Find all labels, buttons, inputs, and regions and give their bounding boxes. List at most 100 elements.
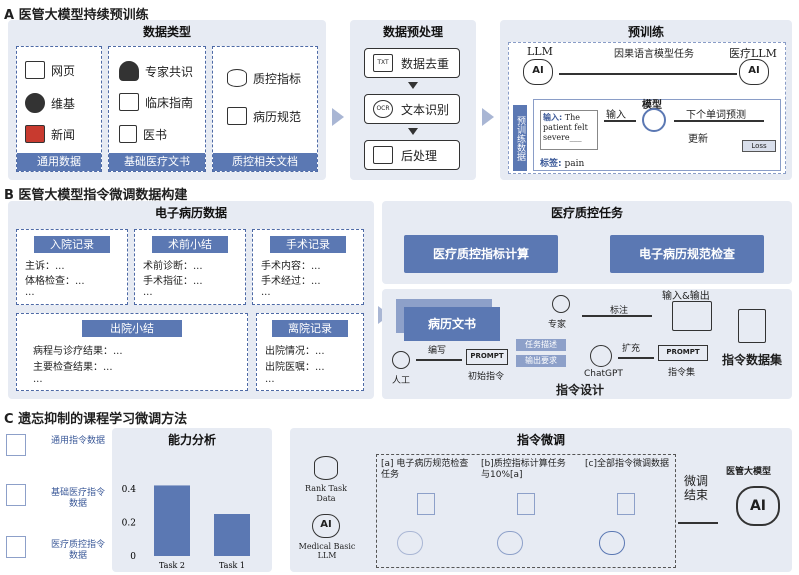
qc-tasks-head: 医疗质控任务 xyxy=(550,206,623,220)
arrow-down-2 xyxy=(408,128,418,135)
write-arrow xyxy=(416,359,462,361)
record-admission: 入院记录 主诉：... 体格检查：... ... xyxy=(16,229,128,305)
stages-box: [a] 电子病历规范检查任务 [b]质控指标计算任务与10%[a] [c]全部指… xyxy=(376,454,676,568)
preprocess-panel: 数据预处理 TXT 数据去重 OCR 文本识别 后处理 xyxy=(350,20,476,180)
webpage-icon xyxy=(25,61,45,79)
arrow-to-pretrain xyxy=(482,108,494,126)
finish-arrow xyxy=(678,522,718,524)
objective-text: 因果语言模型任务 xyxy=(614,49,694,60)
brain-right-icon: AI xyxy=(739,59,769,85)
gear-document-icon xyxy=(373,146,393,164)
inst-set-label: 指令集 xyxy=(668,368,696,378)
design-label: 指令设计 xyxy=(556,383,605,397)
qc-docs-label: 质控相关文档 xyxy=(213,153,317,171)
dedup-step: TXT 数据去重 xyxy=(364,48,460,78)
qc-inst-label: 医疗质控指令数据 xyxy=(50,540,105,561)
initial-label: 初始指令 xyxy=(468,372,505,382)
stage-b-doc-icon xyxy=(517,493,535,515)
final-brain-icon: AI xyxy=(736,486,780,526)
basic-inst-icon xyxy=(6,484,26,506)
chatgpt-label: ChatGPT xyxy=(584,369,623,379)
network-icon xyxy=(642,108,666,132)
finetune-panel: 指令微调 Rank Task Data AI Medical Basic LLM… xyxy=(290,428,792,572)
news-item: 新闻 xyxy=(25,125,75,143)
input-label: 输入 xyxy=(606,110,626,121)
rank-label: Rank Task Data xyxy=(305,484,347,503)
txt-file-icon: TXT xyxy=(373,54,393,72)
news-icon xyxy=(25,125,45,143)
web-item: 网页 xyxy=(25,61,75,79)
general-inst-label: 通用指令数据 xyxy=(50,436,105,446)
write-label: 编写 xyxy=(428,346,447,356)
stage-c-brain-icon xyxy=(599,531,625,555)
expand-label: 扩充 xyxy=(622,344,641,354)
wiki-item: 维基 xyxy=(25,93,75,113)
stage-c-doc-icon xyxy=(617,493,635,515)
stage-c: [c]全部指令微调数据 xyxy=(585,459,669,469)
ability-head: 能力分析 xyxy=(167,433,216,447)
finetune-head: 指令微调 xyxy=(516,433,565,447)
medical-docs: 病历文书 xyxy=(404,307,500,341)
task-desc: 任务描述 xyxy=(516,339,566,351)
final-model-label: 医管大模型 xyxy=(726,467,772,477)
ocr-icon: OCR xyxy=(373,100,393,118)
postprocess-step: 后处理 xyxy=(364,140,460,170)
update-label: 更新 xyxy=(688,134,708,145)
next-word-arrow xyxy=(674,120,764,122)
annotate-label: 标注 xyxy=(610,306,629,316)
next-word-label: 下个单词预测 xyxy=(686,110,746,121)
curriculum-data-list: 通用指令数据 基础医疗指令数据 医疗质控指令数据 xyxy=(6,432,110,572)
pretrain-data-side: 预训练数据 xyxy=(513,105,527,171)
general-inst-icon xyxy=(6,434,26,456)
record-leave: 离院记录 出院情况：... 出院医嘱：... ... xyxy=(256,313,364,391)
tag-line: 标签: pain xyxy=(540,159,585,169)
basic-llm-brain-icon: AI xyxy=(312,514,340,538)
section-b-title: B 医管大模型指令微调数据构建 xyxy=(4,188,188,203)
doctor-icon xyxy=(119,61,139,81)
ocr-step: OCR 文本识别 xyxy=(364,94,460,124)
objective-arrow xyxy=(559,73,737,75)
x-tick-label: Task 1 xyxy=(219,561,245,570)
training-loop-box: 输入: The patient felt severe___ 输入 模型 下个单… xyxy=(533,99,781,171)
human-icon xyxy=(392,351,410,369)
general-data-label: 通用数据 xyxy=(17,153,101,171)
qc-docs-box: 质控指标 病历规范 质控相关文档 xyxy=(212,46,318,172)
rank-db-icon xyxy=(314,456,338,480)
guideline-item: 临床指南 xyxy=(119,93,193,111)
qc-indicator-calc: 医疗质控指标计算 xyxy=(404,235,558,273)
arrow-down-1 xyxy=(408,82,418,89)
bar-task-1 xyxy=(214,514,250,556)
expert-label: 专家 xyxy=(548,320,567,330)
emr-norm-check: 电子病历规范检查 xyxy=(610,235,764,273)
record-preop: 术前小结 术前诊断：... 手术指征：... ... xyxy=(134,229,246,305)
basic-inst-label: 基础医疗指令数据 xyxy=(50,488,105,509)
pretrain-head: 预训练 xyxy=(627,25,664,39)
stage-b: [b]质控指标计算任务与10%[a] xyxy=(481,459,566,480)
basic-medical-label: 基础医疗文书 xyxy=(109,153,205,171)
section-a-title: A 医管大模型持续预训练 xyxy=(4,8,149,23)
stage-b-brain-icon xyxy=(497,531,523,555)
stage-a-doc-icon xyxy=(417,493,435,515)
dataset-icon xyxy=(738,309,766,343)
open-book-icon xyxy=(119,93,139,111)
y-tick-label: 0.4 xyxy=(122,485,137,495)
qc-inst-icon xyxy=(6,536,26,558)
database-icon xyxy=(227,69,247,87)
expert-icon xyxy=(552,295,570,313)
wiki-globe-icon xyxy=(25,93,45,113)
y-tick-label: 0.2 xyxy=(122,518,136,528)
monitor-icon xyxy=(672,301,712,331)
data-types-head: 数据类型 xyxy=(142,25,191,39)
document-check-icon xyxy=(227,107,247,125)
x-tick-label: Task 2 xyxy=(159,561,185,570)
instruction-panel: 病历文书 专家 标注 输入&输出 人工 编写 PROMPT 初始指令 任务描述 … xyxy=(382,289,792,399)
chatgpt-icon xyxy=(590,345,612,367)
expand-arrow xyxy=(618,357,654,359)
llm-right-label: 医疗LLM xyxy=(729,47,777,60)
input-example: 输入: The patient felt severe___ xyxy=(540,110,598,150)
books-icon xyxy=(119,125,137,143)
record-norm-item: 病历规范 xyxy=(227,107,301,125)
pretrain-panel: 预训练 LLM AI 因果语言模型任务 医疗LLM AI 预训练数据 输入: T… xyxy=(500,20,792,180)
emr-head: 电子病历数据 xyxy=(154,206,227,220)
